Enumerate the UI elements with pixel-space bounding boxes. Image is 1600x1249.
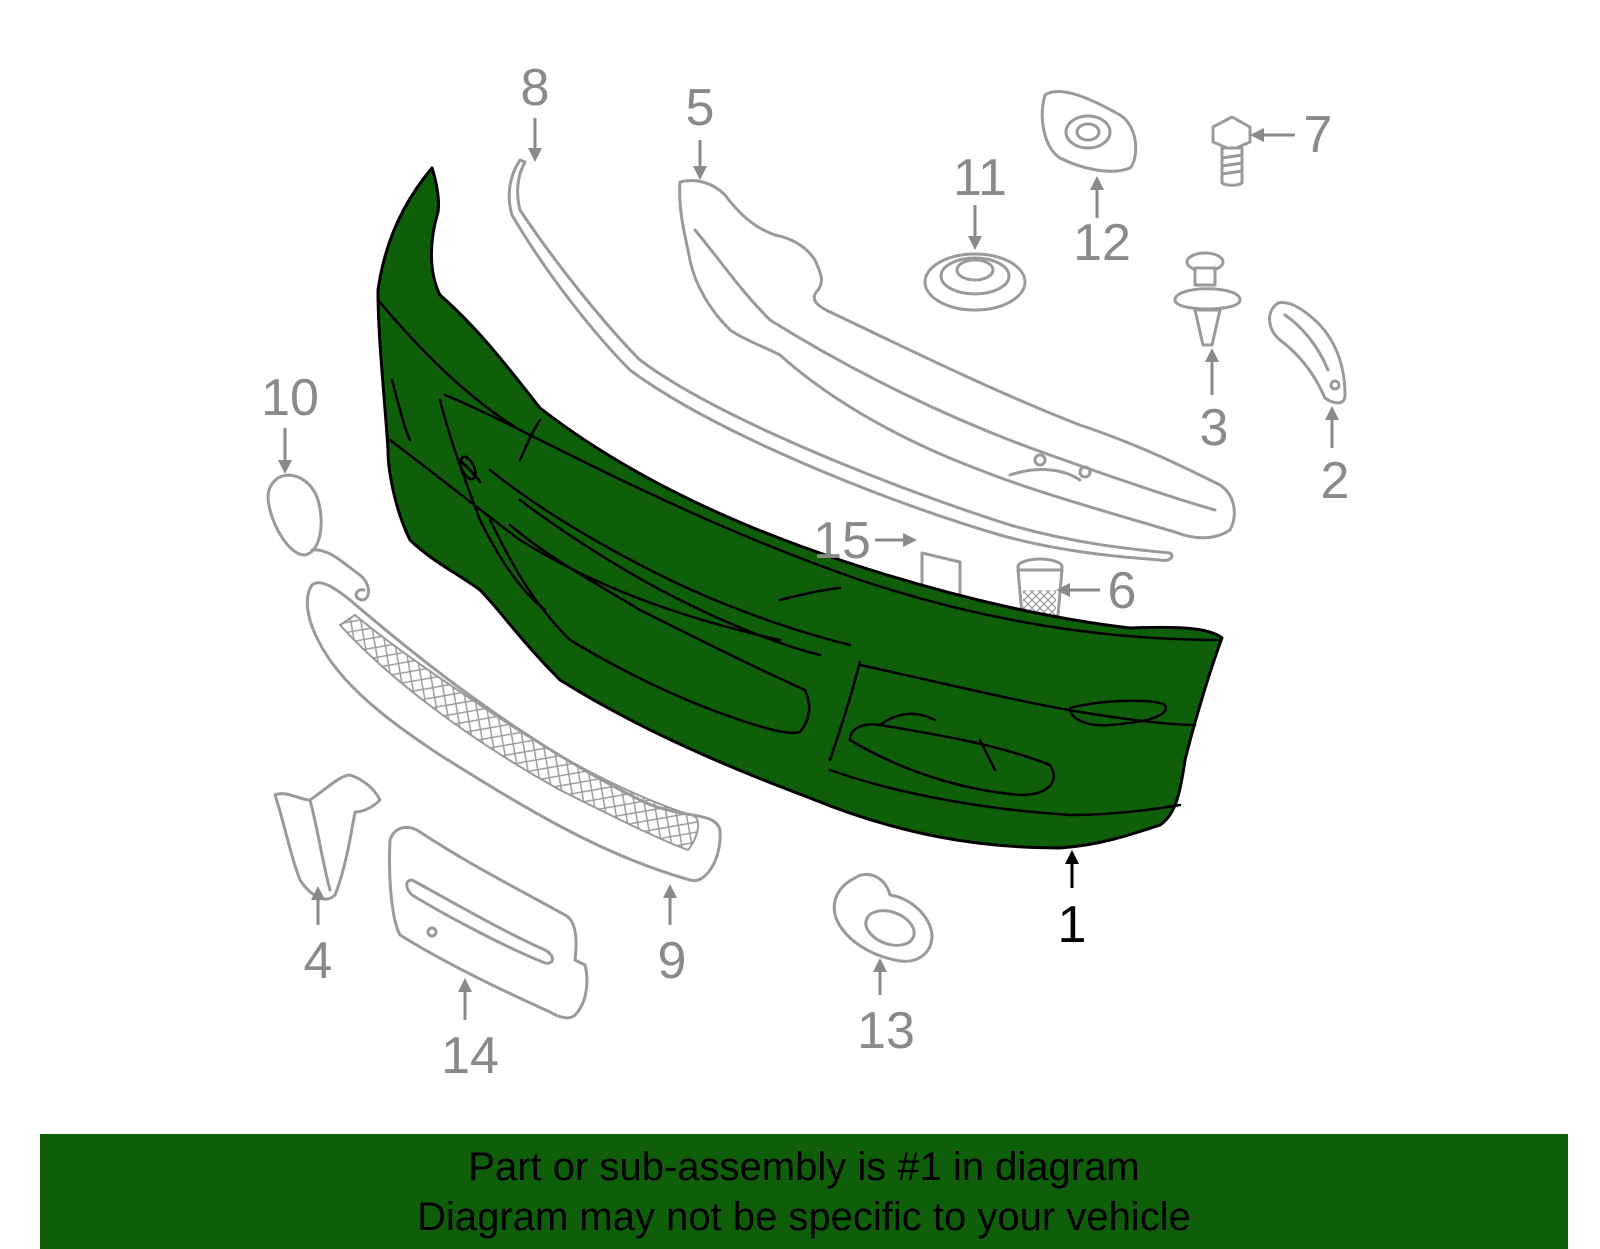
callout-8: 8: [521, 59, 550, 117]
callout-arrows: [278, 118, 1339, 1020]
callout-5: 5: [686, 79, 715, 137]
part-1-bumper-cover: [376, 166, 1224, 850]
callout-7: 7: [1304, 106, 1333, 164]
part-10-sensor: [266, 473, 370, 602]
banner-line-1: Part or sub-assembly is #1 in diagram: [468, 1145, 1140, 1189]
callout-1: 1: [1058, 896, 1087, 954]
part-3-clip: [1173, 251, 1242, 347]
part-14-plate: [388, 826, 589, 1020]
callout-14: 14: [441, 1027, 499, 1085]
part-2-bracket: [1268, 300, 1347, 405]
callout-11: 11: [953, 149, 1007, 207]
callout-4: 4: [304, 932, 333, 990]
callout-13: 13: [857, 1002, 915, 1060]
part-11-plug: [923, 252, 1027, 312]
callout-15: 15: [813, 512, 871, 570]
callout-6: 6: [1108, 562, 1137, 620]
part-13-cover: [832, 872, 934, 963]
part-5-reinforcement: [678, 179, 1236, 540]
banner-line-2: Diagram may not be specific to your vehi…: [417, 1195, 1191, 1239]
info-banner: Part or sub-assembly is #1 in diagram Di…: [40, 1134, 1568, 1249]
callout-12: 12: [1073, 214, 1131, 272]
callout-2: 2: [1321, 452, 1350, 510]
part-12-mount-plate: [1040, 90, 1138, 173]
callout-9: 9: [658, 932, 687, 990]
callout-3: 3: [1200, 399, 1229, 457]
part-6-clip-nut: [1016, 557, 1064, 624]
part-7-bolt: [1211, 115, 1252, 187]
part-8-strip: [507, 158, 1174, 562]
callout-labels: 8 5 11 12 7 3 2 15 6 10 1 4 9 14 13: [261, 59, 1349, 1085]
part-4-bracket: [273, 773, 382, 901]
part-9-grille: [305, 581, 722, 883]
callout-10: 10: [261, 369, 319, 427]
